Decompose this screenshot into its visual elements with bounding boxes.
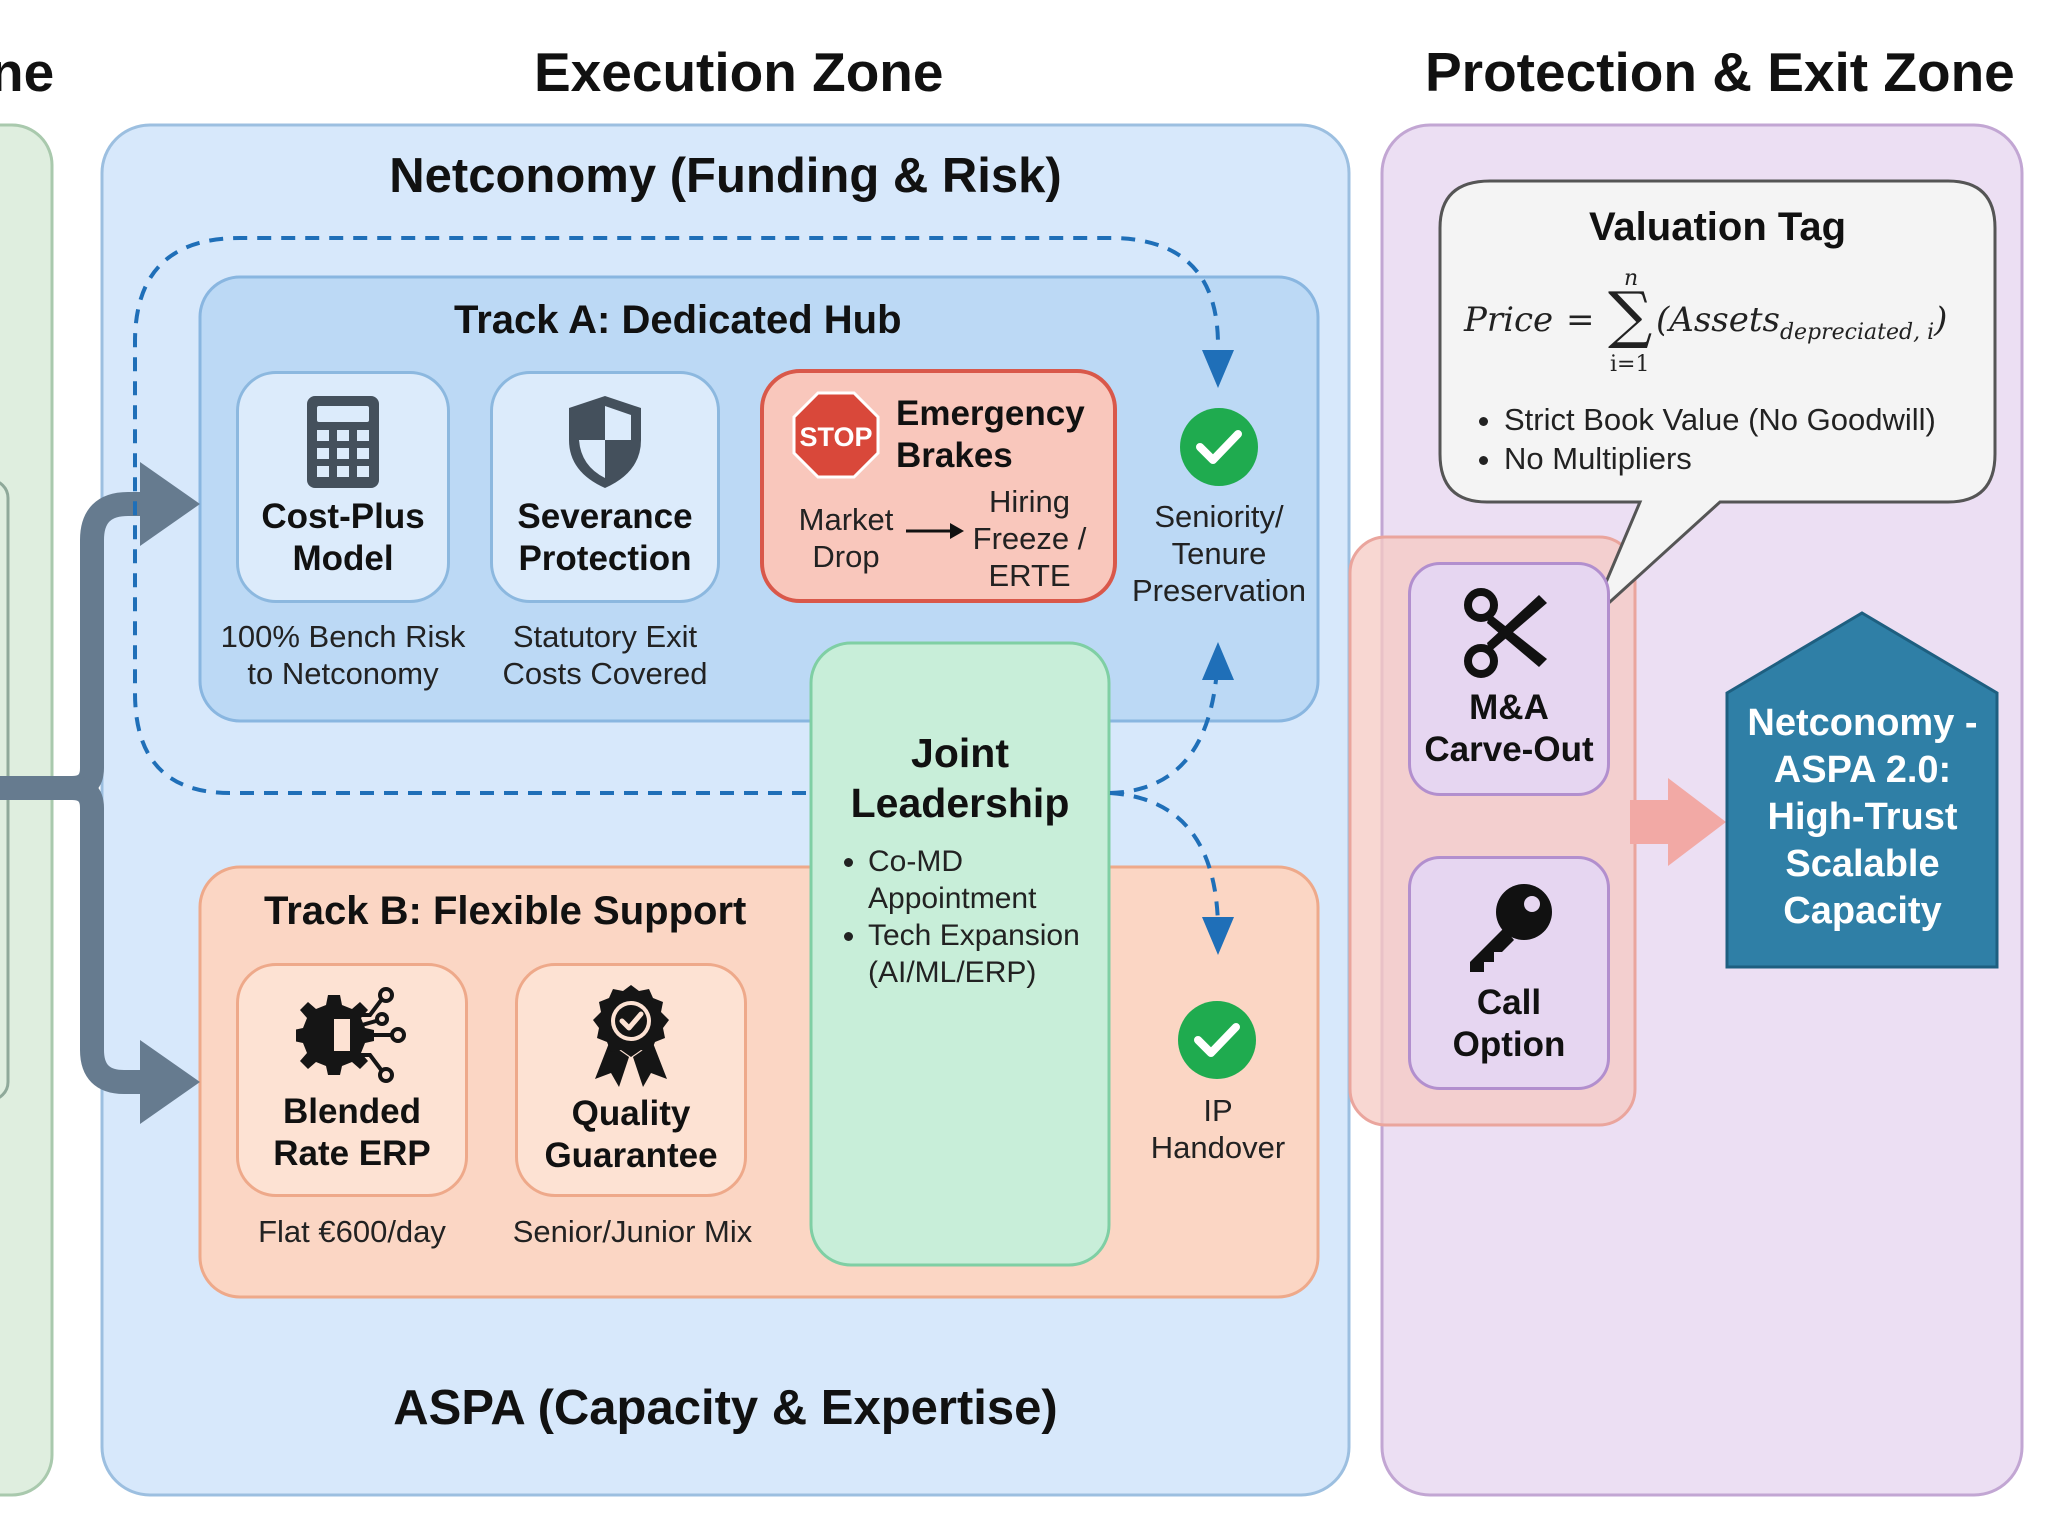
left-zone-panel [0, 123, 54, 1497]
track-a-title: Track A: Dedicated Hub [454, 298, 902, 342]
valuation-bullet-item: No Multipliers [1504, 439, 2024, 478]
protection-zone-title: Protection & Exit Zone [1425, 41, 2015, 103]
hiring-freeze-text: Hiring Freeze / ERTE [972, 484, 1087, 593]
valuation-tag-title: Valuation Tag [1588, 205, 1847, 249]
ip-handover-text: IP Handover [1150, 1093, 1286, 1165]
check-icon-seniority [1180, 408, 1258, 486]
blended-rate-label: Blended Rate ERP [273, 1092, 431, 1173]
quality-guarantee-label: Quality Guarantee [544, 1094, 718, 1175]
valuation-bullet-item: Strict Book Value (No Goodwill) [1504, 400, 2024, 439]
fork-arrow [0, 492, 150, 1094]
joint-bullet-item: Co-MD Appointment [868, 843, 1130, 917]
call-option-label: Call Option [1452, 983, 1566, 1064]
call-option-card: Call Option [1408, 856, 1610, 1090]
ma-carve-out-card: M&A Carve-Out [1408, 562, 1610, 796]
result-arrow [1630, 778, 1726, 866]
dashed-arrowhead-ip-down [1202, 917, 1234, 955]
dashed-arrowhead-seniority-up [1202, 642, 1234, 680]
ma-carve-out-label: M&A Carve-Out [1424, 688, 1594, 769]
stop-sign-text: STOP [799, 422, 872, 452]
formula-sum-upper: n [1624, 266, 1639, 291]
award-badge-icon [593, 985, 669, 1087]
quality-guarantee-card: Quality Guarantee [515, 963, 747, 1197]
blended-rate-card: Blended Rate ERP [236, 963, 468, 1197]
emergency-brakes-card: STOP Emergency Brakes Market Drop Hiring… [760, 369, 1117, 603]
cost-plus-card: Cost-Plus Model [236, 371, 450, 603]
joint-leadership-title: Joint Leadership [850, 730, 1070, 826]
market-drop-text: Market Drop [798, 502, 894, 574]
formula-lhs: Price [1464, 300, 1554, 340]
valuation-formula: Price = n ∑ i=1 (Assetsdepreciated, i) [1462, 266, 1982, 384]
left-zone-title: ne [0, 41, 55, 103]
formula-sigma: ∑ [1608, 278, 1653, 351]
shield-icon [569, 396, 641, 488]
quality-guarantee-caption: Senior/Junior Mix [512, 1214, 753, 1249]
joint-bullet-item: Tech Expansion (AI/ML/ERP) [868, 917, 1130, 991]
fork-arrow-head-bottom [140, 1040, 200, 1124]
calculator-icon [307, 396, 379, 488]
joint-leadership-panel [809, 641, 1111, 1267]
valuation-speech-bubble [1438, 179, 1997, 622]
cost-plus-label: Cost-Plus Model [261, 497, 425, 578]
arrow-right-icon [906, 523, 964, 539]
aspa-title: ASPA (Capacity & Expertise) [393, 1381, 1058, 1435]
severance-card: Severance Protection [490, 371, 720, 603]
gear-network-icon [296, 987, 406, 1083]
check-icon-ip-handover [1178, 1001, 1256, 1079]
valuation-bullets: Strict Book Value (No Goodwill) No Multi… [1470, 400, 2024, 478]
track-b-title: Track B: Flexible Support [264, 889, 747, 933]
execution-zone-title: Execution Zone [534, 41, 944, 103]
cost-plus-caption: 100% Bench Risk to Netconomy [220, 619, 466, 691]
severance-label: Severance Protection [517, 497, 693, 578]
formula-sum-lower: i=1 [1610, 352, 1650, 377]
stop-sign-icon: STOP [792, 391, 880, 484]
netconomy-title: Netconomy (Funding & Risk) [389, 149, 1062, 203]
formula-body: (Assetsdepreciated, i) [1656, 300, 1948, 345]
dashed-feedback-loop [133, 236, 1220, 926]
severance-caption: Statutory Exit Costs Covered [502, 619, 708, 691]
formula-eq: = [1566, 300, 1595, 340]
key-icon [1470, 884, 1552, 972]
scissors-icon [1464, 588, 1547, 678]
fork-arrow-head-top [140, 462, 200, 546]
joint-leadership-bullets: Co-MD Appointment Tech Expansion (AI/ML/… [834, 843, 1130, 991]
blended-rate-caption: Flat €600/day [258, 1214, 446, 1249]
result-label: Netconomy - ASPA 2.0: High-Trust Scalabl… [1747, 702, 1978, 932]
emergency-brakes-title: Emergency Brakes [896, 394, 1085, 475]
dashed-arrowhead-seniority-down [1202, 350, 1234, 388]
result-house-shape [1725, 611, 1999, 969]
seniority-text: Seniority/ Tenure Preservation [1131, 499, 1307, 608]
